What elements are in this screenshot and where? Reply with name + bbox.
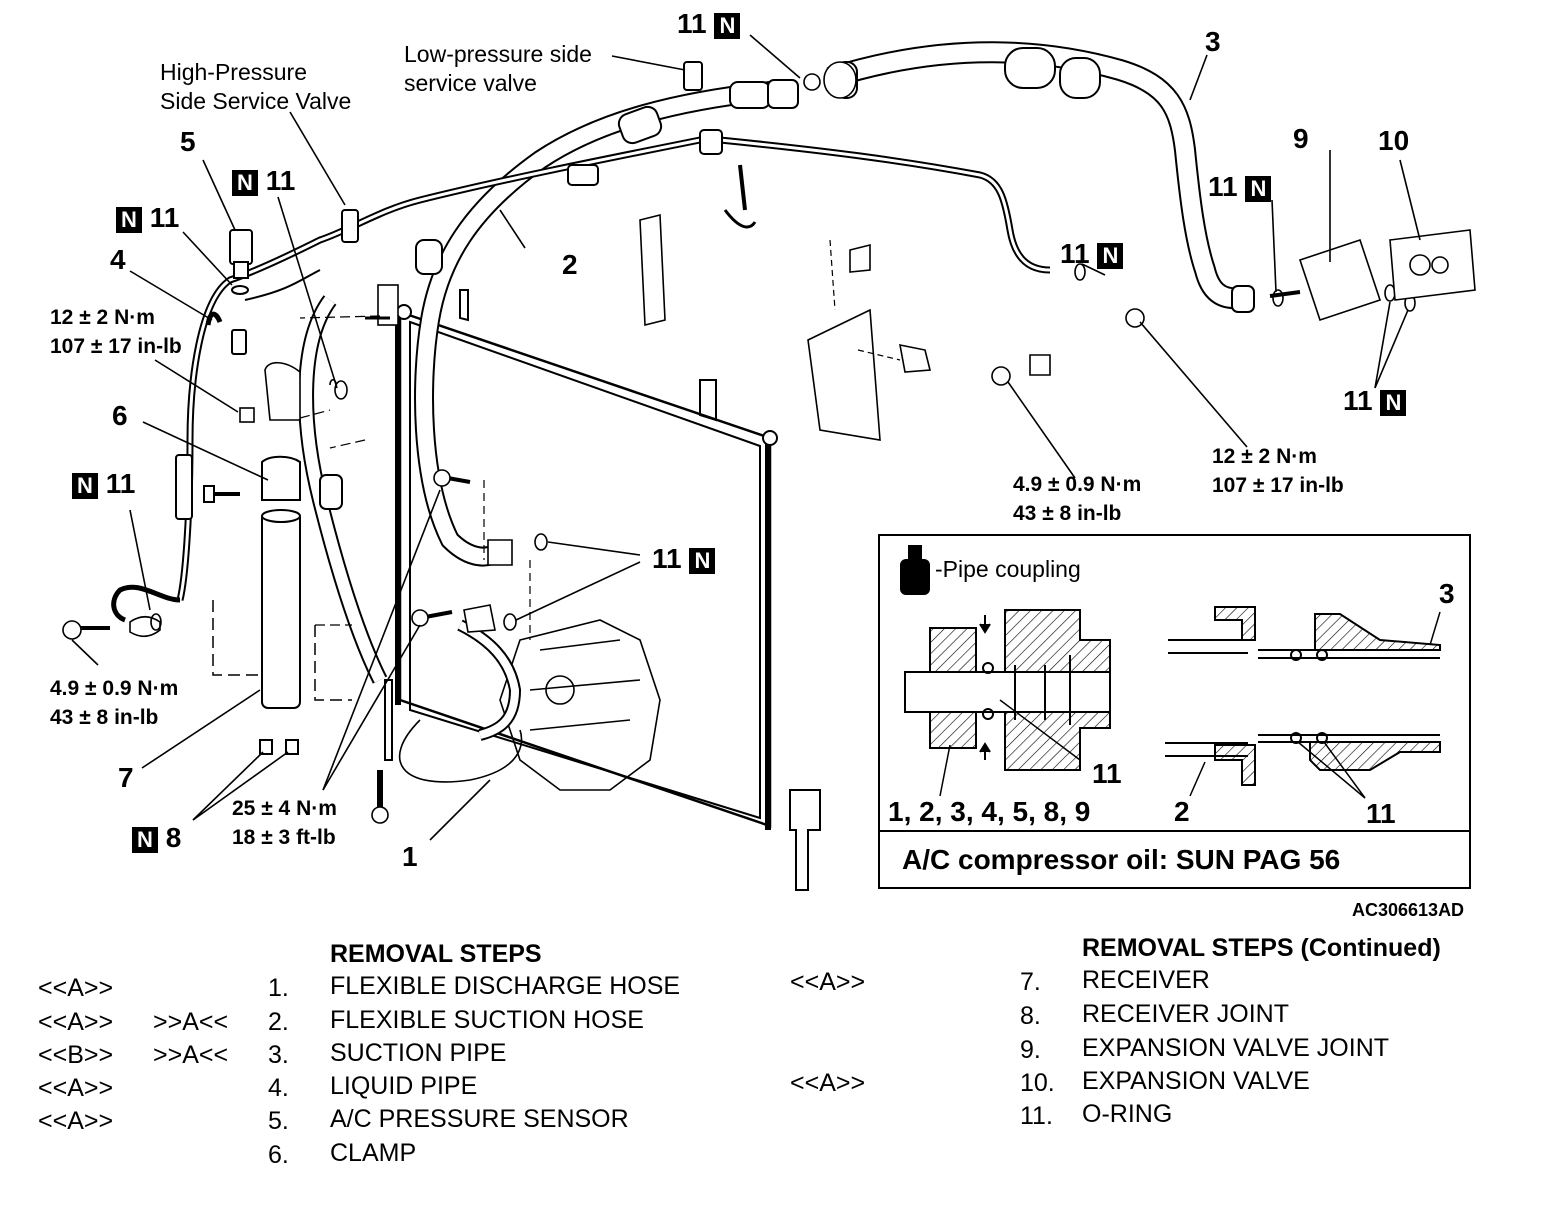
step-code: <<A>> — [790, 968, 866, 996]
step-text: LIQUID PIPE — [330, 1072, 478, 1100]
inset-callout-3: 3 — [1439, 578, 1455, 609]
n-badge: N — [1097, 242, 1124, 269]
pipe-coupling-legend: -Pipe coupling — [935, 556, 1081, 582]
step-code-install: >>A<< — [153, 1041, 229, 1069]
callout-11-hp-valve: N 11 — [232, 167, 295, 196]
removal-steps-continued-heading: REMOVAL STEPS (Continued) — [1082, 934, 1441, 962]
inset-callout-11-a: 11 — [1092, 758, 1122, 789]
leader-lines — [71, 34, 1421, 841]
callout-11-liquid-right: 11 N — [1060, 240, 1124, 269]
callout-6: 6 — [112, 400, 128, 431]
inset-callout-2: 2 — [1174, 796, 1190, 827]
pipe-coupling-inset — [878, 534, 1471, 889]
step-number: 7. — [1020, 968, 1041, 996]
step-text: O-RING — [1082, 1100, 1173, 1128]
step-number: 8. — [1020, 1002, 1041, 1030]
step-number: 11. — [1020, 1102, 1053, 1130]
step-number: 3. — [268, 1041, 289, 1069]
step-number: 1. — [268, 974, 289, 1002]
step-number: 9. — [1020, 1036, 1041, 1064]
n-badge: N — [116, 206, 142, 233]
hp-valve-label: High-Pressure Side Service Valve — [160, 59, 352, 114]
n-badge: N — [72, 472, 98, 499]
step-text: EXPANSION VALVE JOINT — [1082, 1034, 1390, 1062]
callout-1: 1 — [402, 841, 418, 872]
step-code: <<A>> — [38, 1074, 114, 1102]
fittings — [62, 61, 1476, 824]
callout-7: 7 — [118, 762, 134, 793]
lp-valve-label: Low-pressure side service valve — [404, 41, 592, 96]
step-code-install: >>A<< — [153, 1008, 229, 1036]
step-text: CLAMP — [330, 1139, 417, 1167]
callout-11-center: 11 N — [652, 545, 716, 574]
n-badge: N — [232, 169, 258, 196]
n-badge: N — [1245, 175, 1272, 202]
inset-callout-11-b: 11 — [1366, 798, 1396, 829]
torque-spec: 25 ± 4 N·m 18 ± 3 ft-lb — [232, 797, 337, 850]
step-text: EXPANSION VALVE — [1082, 1067, 1310, 1095]
compressor-oil-note: A/C compressor oil: SUN PAG 56 — [902, 844, 1341, 875]
torque-spec: 12 ± 2 N·m 107 ± 17 in-lb — [50, 306, 182, 359]
lp-service-valve — [683, 61, 799, 109]
callout-11-left: N 11 — [72, 470, 135, 499]
step-text: SUCTION PIPE — [330, 1039, 507, 1067]
step-code: <<B>> — [38, 1041, 114, 1069]
callout-11-suction-right: 11 N — [1208, 173, 1272, 202]
callout-4: 4 — [110, 244, 126, 275]
torque-spec: 4.9 ± 0.9 N·m 43 ± 8 in-lb — [1013, 473, 1142, 526]
step-text: FLEXIBLE DISCHARGE HOSE — [330, 972, 681, 1000]
step-text: A/C PRESSURE SENSOR — [330, 1105, 629, 1133]
step-number: 6. — [268, 1141, 289, 1169]
step-code: <<A>> — [38, 1107, 114, 1135]
flexible-discharge-hose — [298, 295, 522, 741]
clamp — [203, 455, 301, 503]
removal-steps-heading: REMOVAL STEPS — [330, 940, 542, 968]
callout-11-sensor: N 11 — [116, 204, 179, 233]
callout-11-expansion: 11 N — [1343, 387, 1407, 416]
callout-3: 3 — [1205, 26, 1221, 57]
step-code: <<A>> — [790, 1069, 866, 1097]
callout-8: N 8 — [132, 824, 181, 853]
step-text: RECEIVER JOINT — [1082, 1000, 1289, 1028]
ac-component-diagram — [62, 34, 1476, 891]
callout-10: 10 — [1378, 125, 1410, 156]
step-number: 2. — [268, 1008, 289, 1036]
n-badge: N — [714, 12, 741, 39]
step-number: 4. — [268, 1074, 289, 1102]
step-code: <<A>> — [38, 1008, 114, 1036]
step-number: 5. — [268, 1107, 289, 1135]
step-text: FLEXIBLE SUCTION HOSE — [330, 1006, 644, 1034]
hp-service-valve — [341, 209, 359, 243]
compressor — [399, 619, 661, 791]
callout-5: 5 — [180, 126, 196, 157]
n-badge: N — [689, 547, 716, 574]
torque-spec: 12 ± 2 N·m 107 ± 17 in-lb — [1212, 445, 1344, 498]
receiver — [212, 509, 352, 755]
step-code: <<A>> — [38, 974, 114, 1002]
callout-2: 2 — [562, 249, 578, 280]
torque-spec: 4.9 ± 0.9 N·m 43 ± 8 in-lb — [50, 677, 179, 730]
n-badge: N — [132, 826, 158, 853]
liquid-pipe — [111, 129, 1051, 623]
step-text: RECEIVER — [1082, 966, 1210, 994]
inset-parts-list: 1, 2, 3, 4, 5, 8, 9 — [888, 796, 1091, 827]
flexible-suction-hose — [414, 80, 781, 567]
callout-11-top: 11 N — [677, 10, 741, 39]
n-badge: N — [1380, 389, 1407, 416]
callout-9: 9 — [1293, 123, 1309, 154]
step-number: 10. — [1020, 1069, 1055, 1097]
condenser — [384, 289, 821, 891]
pressure-sensor — [229, 229, 253, 355]
figure-id: AC306613AD — [1352, 900, 1465, 920]
